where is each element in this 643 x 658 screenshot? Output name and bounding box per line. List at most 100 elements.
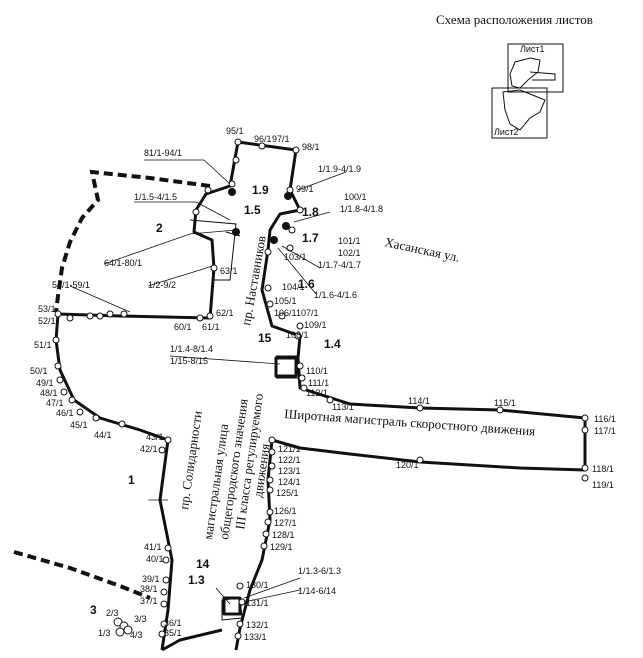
street-khasanskaya: Хасанская ул. xyxy=(383,234,461,265)
point-label: 130/1 xyxy=(246,580,269,590)
point-label: 121/1 xyxy=(278,444,301,454)
point-label: 4/3 xyxy=(130,630,143,640)
point-label: 122/1 xyxy=(278,455,301,465)
point-label: 1/1.6-4/1.6 xyxy=(314,290,357,300)
point-label: 42/1 xyxy=(140,444,158,454)
point-label: 1/14-6/14 xyxy=(298,586,336,596)
point-label: 81/1-94/1 xyxy=(144,148,182,158)
point-label: 109/1 xyxy=(304,320,327,330)
boundary-dashed-north xyxy=(54,169,211,313)
zone-labels: 1 1.3 1.4 1.5 1.6 1.7 1.8 1.9 2 3 14 15 xyxy=(90,183,341,617)
point-label: 112/1 xyxy=(306,388,328,398)
map-title: Схема расположения листов xyxy=(436,12,593,27)
point-label: 51/1 xyxy=(34,340,52,350)
point-label: 99/1 xyxy=(296,184,314,194)
point-label: 3/3 xyxy=(134,614,147,624)
point-label: 1/15-8/15 xyxy=(170,356,208,366)
point-label: 53/1 xyxy=(38,304,56,314)
point-label: 1/1.3-6/1.3 xyxy=(298,566,341,576)
point-labels: 95/1 96/1 97/1 98/1 81/1-94/1 1/1.9-4/1.… xyxy=(30,126,616,642)
point-label: 64/1-80/1 xyxy=(104,258,142,268)
point-label: 98/1 xyxy=(302,142,320,152)
zone-label: 1.4 xyxy=(324,337,341,351)
point-label: 49/1 xyxy=(36,378,54,388)
point-label: 106/1 xyxy=(274,308,297,318)
point-label: 102/1 xyxy=(338,248,361,258)
point-label: 63/1 xyxy=(220,266,238,276)
point-label: 96/1 xyxy=(254,134,272,144)
point-label: 62/1 xyxy=(216,308,234,318)
point-label: 1/1.7-4/1.7 xyxy=(318,260,361,270)
zone-label: 1.8 xyxy=(302,205,319,219)
leader-lines xyxy=(69,159,347,605)
point-label: 113/1 xyxy=(332,402,354,412)
survey-points xyxy=(52,138,589,640)
point-label: 37/1 xyxy=(140,596,158,606)
point-label: 132/1 xyxy=(246,620,269,630)
point-label: 114/1 xyxy=(408,396,430,406)
point-label: 111/1 xyxy=(308,378,329,388)
point-label: 43/1 xyxy=(146,432,164,442)
point-label: 107/1 xyxy=(296,308,319,318)
point-label: 45/1 xyxy=(70,420,88,430)
point-label: 108/1 xyxy=(286,330,309,340)
point-label: 105/1 xyxy=(274,296,297,306)
point-label: 52/1 xyxy=(38,316,56,326)
point-label: 40/1 xyxy=(146,554,164,564)
zone-label: 1.5 xyxy=(244,203,261,217)
zone-label: 1.6 xyxy=(298,277,315,291)
point-label: 120/1 xyxy=(396,460,419,470)
zone-label: 2 xyxy=(156,221,163,235)
zone-label: 1 xyxy=(128,473,135,487)
point-label: 1/1.4-8/1.4 xyxy=(170,344,213,354)
point-label: 103/1 xyxy=(284,252,307,262)
point-label: 125/1 xyxy=(276,488,299,498)
point-label: 1/3 xyxy=(98,628,111,638)
point-label: 118/1 xyxy=(592,464,614,474)
sheet-2-label: Лист2 xyxy=(494,127,519,137)
sheet-index: Лист1 Лист2 xyxy=(491,43,564,139)
point-label: 1/1.5-4/1.5 xyxy=(134,192,177,202)
point-label: 129/1 xyxy=(270,542,293,552)
point-label: 48/1 xyxy=(40,388,58,398)
sheet-1-label: Лист1 xyxy=(520,44,545,54)
point-label: 39/1 xyxy=(142,574,160,584)
point-label: 1/2-9/2 xyxy=(148,280,176,290)
point-label: 35/1 xyxy=(164,628,182,638)
point-label: 128/1 xyxy=(272,530,295,540)
point-label: 2/3 xyxy=(106,608,119,618)
street-solidarnosti: пр. Солидарности xyxy=(176,410,205,511)
point-label: 46/1 xyxy=(56,408,74,418)
point-label: 97/1 xyxy=(272,134,290,144)
point-label: 115/1 xyxy=(494,398,516,408)
point-label: 100/1 xyxy=(344,192,367,202)
zone-label: 1.7 xyxy=(302,231,319,245)
point-label: 1/1.8-4/1.8 xyxy=(340,204,383,214)
point-label: 54/1-59/1 xyxy=(52,280,90,290)
point-label: 131/1 xyxy=(246,598,269,608)
zone-label: 1.9 xyxy=(252,183,269,197)
point-label: 127/1 xyxy=(274,518,297,528)
point-label: 38/1 xyxy=(140,584,158,594)
zone-label: 14 xyxy=(196,557,210,571)
zone-15-marker xyxy=(274,356,298,378)
point-label: 104/1 xyxy=(282,282,305,292)
zone-label: 1.3 xyxy=(188,573,205,587)
point-label: 41/1 xyxy=(144,542,162,552)
point-label: 60/1 xyxy=(174,322,192,332)
point-label: 101/1 xyxy=(338,236,361,246)
point-label: 1/1.9-4/1.9 xyxy=(318,164,361,174)
point-label: 44/1 xyxy=(94,430,112,440)
point-label: 126/1 xyxy=(274,506,297,516)
point-label: 116/1 xyxy=(594,414,616,424)
point-label: 124/1 xyxy=(278,477,301,487)
boundary-dashed-south xyxy=(13,550,151,600)
zone-label: 15 xyxy=(258,331,272,345)
point-label: 47/1 xyxy=(46,398,64,408)
point-label: 95/1 xyxy=(226,126,244,136)
zone-label: 3 xyxy=(90,603,97,617)
point-label: 50/1 xyxy=(30,366,48,376)
point-label: 119/1 xyxy=(592,480,614,490)
point-label: 36/1 xyxy=(164,618,182,628)
